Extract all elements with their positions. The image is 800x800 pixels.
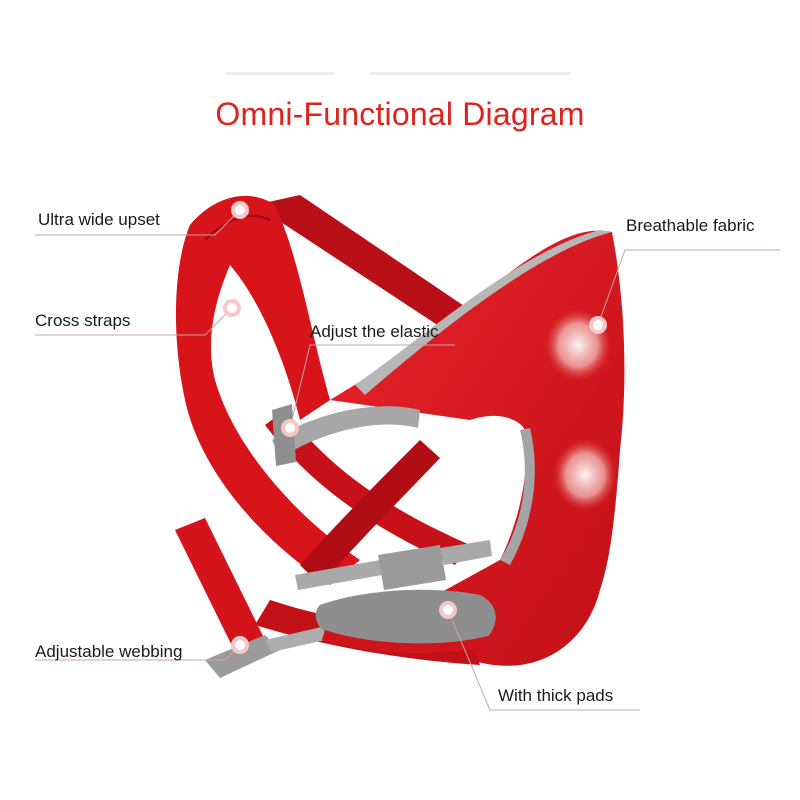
callout-line (597, 249, 780, 326)
label-ultra-wide-upset: Ultra wide upset (38, 210, 160, 229)
seat-pad-edge (322, 630, 490, 654)
callout-dot (235, 205, 245, 215)
side-buckle (205, 635, 280, 678)
breathable-puff (553, 439, 617, 511)
diagram-title: Omni-Functional Diagram (215, 96, 585, 132)
middle-buckle (378, 545, 446, 590)
callout-dot (285, 423, 295, 433)
callout-line (35, 209, 241, 236)
faint-header-line (370, 72, 570, 75)
label-thick-pads: With thick pads (498, 686, 614, 705)
callout-dot (593, 320, 603, 330)
middle-webbing (440, 540, 492, 565)
callout-line (35, 307, 233, 336)
middle-webbing (295, 560, 382, 590)
elastic-webbing (272, 406, 420, 458)
faint-header-line (225, 72, 335, 75)
label-breathable-fabric: Breathable fabric (626, 216, 755, 235)
mesh-lining-edge (355, 230, 612, 395)
back-shoulder-strap (255, 195, 470, 330)
callout-line (289, 344, 455, 429)
callout-dot (227, 303, 237, 313)
callout-line (447, 609, 640, 711)
loose-strap-end (175, 518, 265, 652)
callout-dot (443, 605, 453, 615)
mesh-lining-side (500, 428, 535, 565)
callout-dot (235, 640, 245, 650)
label-cross-straps: Cross straps (35, 311, 131, 330)
label-adjustable-webbing: Adjustable webbing (35, 642, 183, 661)
cross-strap (300, 440, 440, 585)
cross-strap (265, 410, 470, 565)
buckle-webbing (265, 625, 334, 652)
label-adjust-elastic: Adjust the elastic (310, 322, 439, 341)
